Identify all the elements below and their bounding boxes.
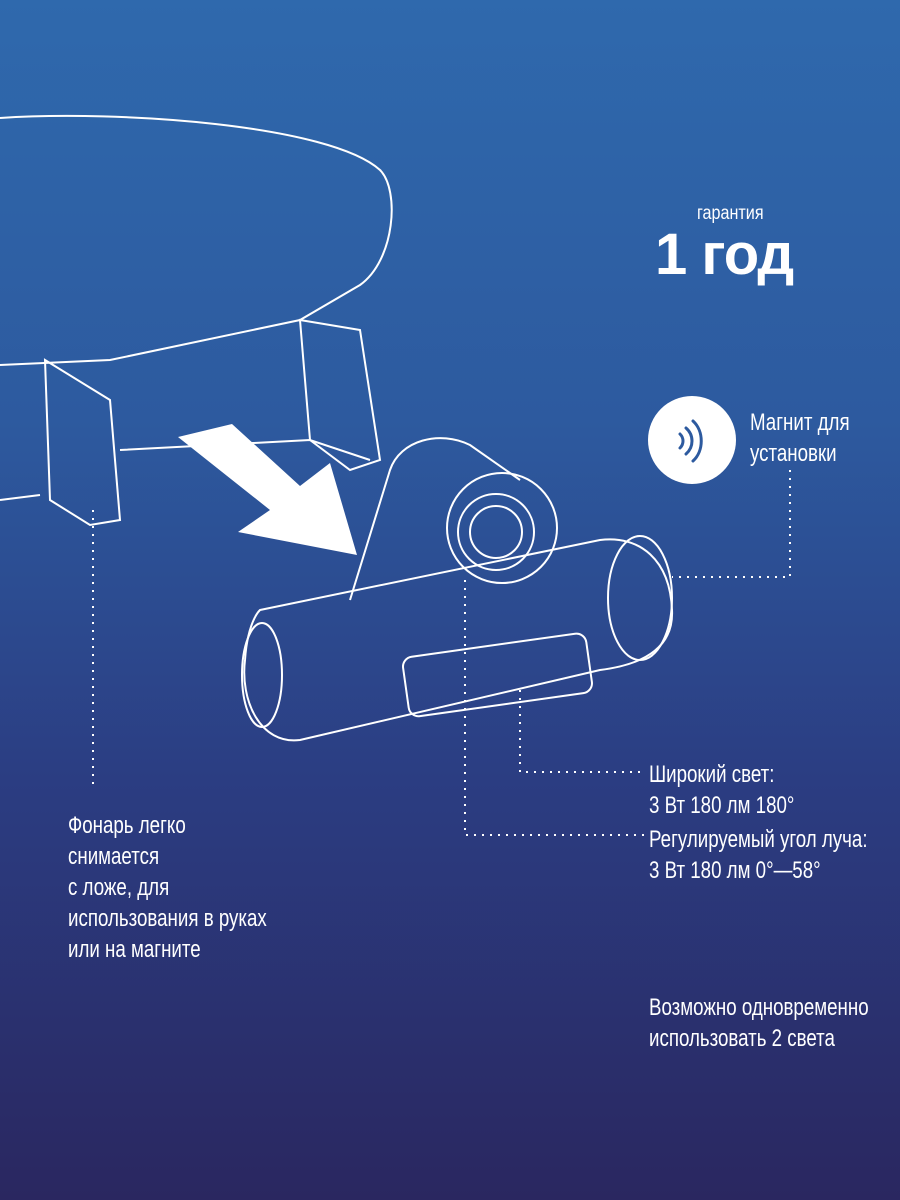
- leader-magnet: [672, 470, 791, 578]
- magnet-signal-icon: [678, 419, 703, 463]
- headband-clip-left: [43, 358, 122, 527]
- caption-line: Магнит для: [750, 409, 850, 436]
- spot-lens-inner: [469, 505, 523, 559]
- headband-clip-right: [298, 318, 382, 472]
- arrow-icon: [178, 424, 357, 555]
- caption-line: или на магните: [68, 936, 201, 963]
- spot-lens: [457, 493, 535, 571]
- leader-wide: [519, 690, 645, 773]
- end-cap-left: [241, 622, 283, 728]
- leader-beam: [464, 580, 645, 836]
- lamp-body: [243, 538, 674, 742]
- adjustable-beam-caption: Регулируемый угол луча: 3 Вт 180 лм 0°—5…: [649, 824, 868, 886]
- spot-lens-ring: [446, 472, 558, 584]
- removable-caption: Фонарь легко снимается с ложе, для испол…: [68, 810, 267, 965]
- caption-line: Регулируемый угол луча:: [649, 826, 868, 853]
- caption-line: с ложе, для: [68, 874, 170, 901]
- lamp-bracket: [349, 437, 521, 601]
- caption-line: Фонарь легко: [68, 812, 186, 839]
- caption-line: 3 Вт 180 лм 180°: [649, 792, 795, 819]
- dual-light-caption: Возможно одновременно использовать 2 све…: [649, 992, 869, 1054]
- warranty-value: 1 год: [655, 222, 794, 287]
- magnet-badge: [648, 396, 736, 484]
- caption-line: 3 Вт 180 лм 0°—58°: [649, 857, 821, 884]
- caption-line: использования в руках: [68, 905, 267, 932]
- end-cap-right: [607, 535, 673, 661]
- cob-panel: [402, 632, 593, 718]
- caption-line: Возможно одновременно: [649, 994, 869, 1021]
- headband: [0, 114, 393, 366]
- caption-line: установки: [750, 440, 837, 467]
- caption-line: снимается: [68, 843, 160, 870]
- caption-line: использовать 2 света: [649, 1025, 835, 1052]
- wide-light-caption: Широкий свет: 3 Вт 180 лм 180°: [649, 759, 794, 821]
- magnet-caption: Магнит для установки: [750, 407, 850, 469]
- warranty-label: гарантия: [697, 203, 764, 224]
- caption-line: Широкий свет:: [649, 761, 775, 788]
